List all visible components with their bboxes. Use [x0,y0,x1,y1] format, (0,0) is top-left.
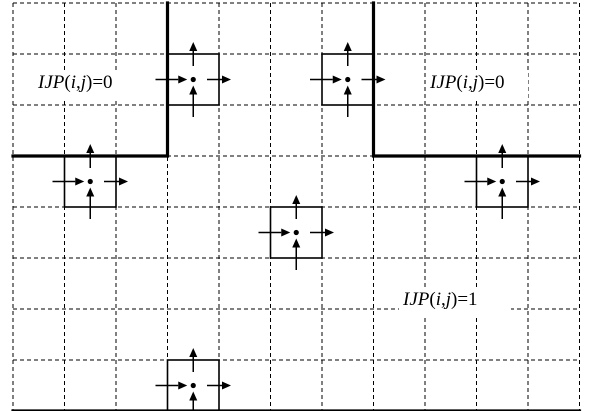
cell-center-dot [190,76,196,83]
arrow-head [178,381,188,390]
arrow-head [189,391,198,401]
arrow-head [189,85,198,95]
stencil-cell [464,144,540,219]
arrow-head [75,177,85,186]
label-top-left-comma: , [76,72,81,93]
arrow-head [498,144,507,153]
label-top-left-close: )=0 [86,72,113,93]
label-bg-bottom [399,287,511,315]
arrow-head [292,195,301,204]
label-top-left-open: ( [64,72,70,93]
label-top-right-i: i [463,72,468,93]
arrow-head [343,85,352,95]
arrow-head [376,75,386,84]
arrow-head [178,75,188,84]
cell-center-dot [293,229,299,236]
label-bottom-prefix: IJP [402,289,430,310]
label-bg-top-right [426,70,528,98]
label-top-left: IJP(i,j)=0 [37,72,113,93]
arrow-head [222,381,231,390]
label-top-right: IJP(i,j)=0 [429,72,505,93]
stencil-cells [52,42,540,411]
arrow-head [292,238,301,248]
label-top-right-open: ( [456,72,462,93]
arrow-head [86,187,95,197]
stencil-cell [258,195,334,270]
arrow-head [119,177,128,186]
arrow-head [487,177,497,186]
cell-center-dot [87,178,93,185]
region-labels: IJP(i,j)=0 IJP(i,j)=0 IJP(i,j)=1 [34,70,528,315]
stencil-cell [155,42,231,117]
label-bottom-close: )=1 [451,289,478,310]
label-bottom-i: i [436,289,441,310]
arrow-head [189,348,198,357]
arrow-head [531,177,540,186]
label-top-left-j: j [78,72,86,93]
stencil-cell [52,144,128,219]
cell-center-dot [345,76,351,83]
arrow-head [498,187,507,197]
label-bottom-j: j [443,289,451,310]
label-top-right-close: )=0 [478,72,505,93]
stencil-cell [155,348,231,411]
label-bottom-open: ( [429,289,435,310]
arrow-head [325,228,334,237]
arrow-head [343,42,352,51]
cell-center-dot [190,382,196,389]
label-top-right-comma: , [468,72,473,93]
label-bottom-comma: , [441,289,446,310]
label-top-right-j: j [470,72,478,93]
label-top-right-prefix: IJP [429,72,457,93]
label-top-left-prefix: IJP [37,72,65,93]
arrow-head [281,228,291,237]
label-top-left-i: i [71,72,76,93]
arrow-head [332,75,342,84]
arrow-head [222,75,231,84]
cell-center-dot [499,178,505,185]
arrow-head [86,144,95,153]
stencil-cell [310,42,386,117]
arrow-head [189,42,198,51]
label-bg-top-left [34,70,154,98]
label-bottom: IJP(i,j)=1 [402,289,478,310]
